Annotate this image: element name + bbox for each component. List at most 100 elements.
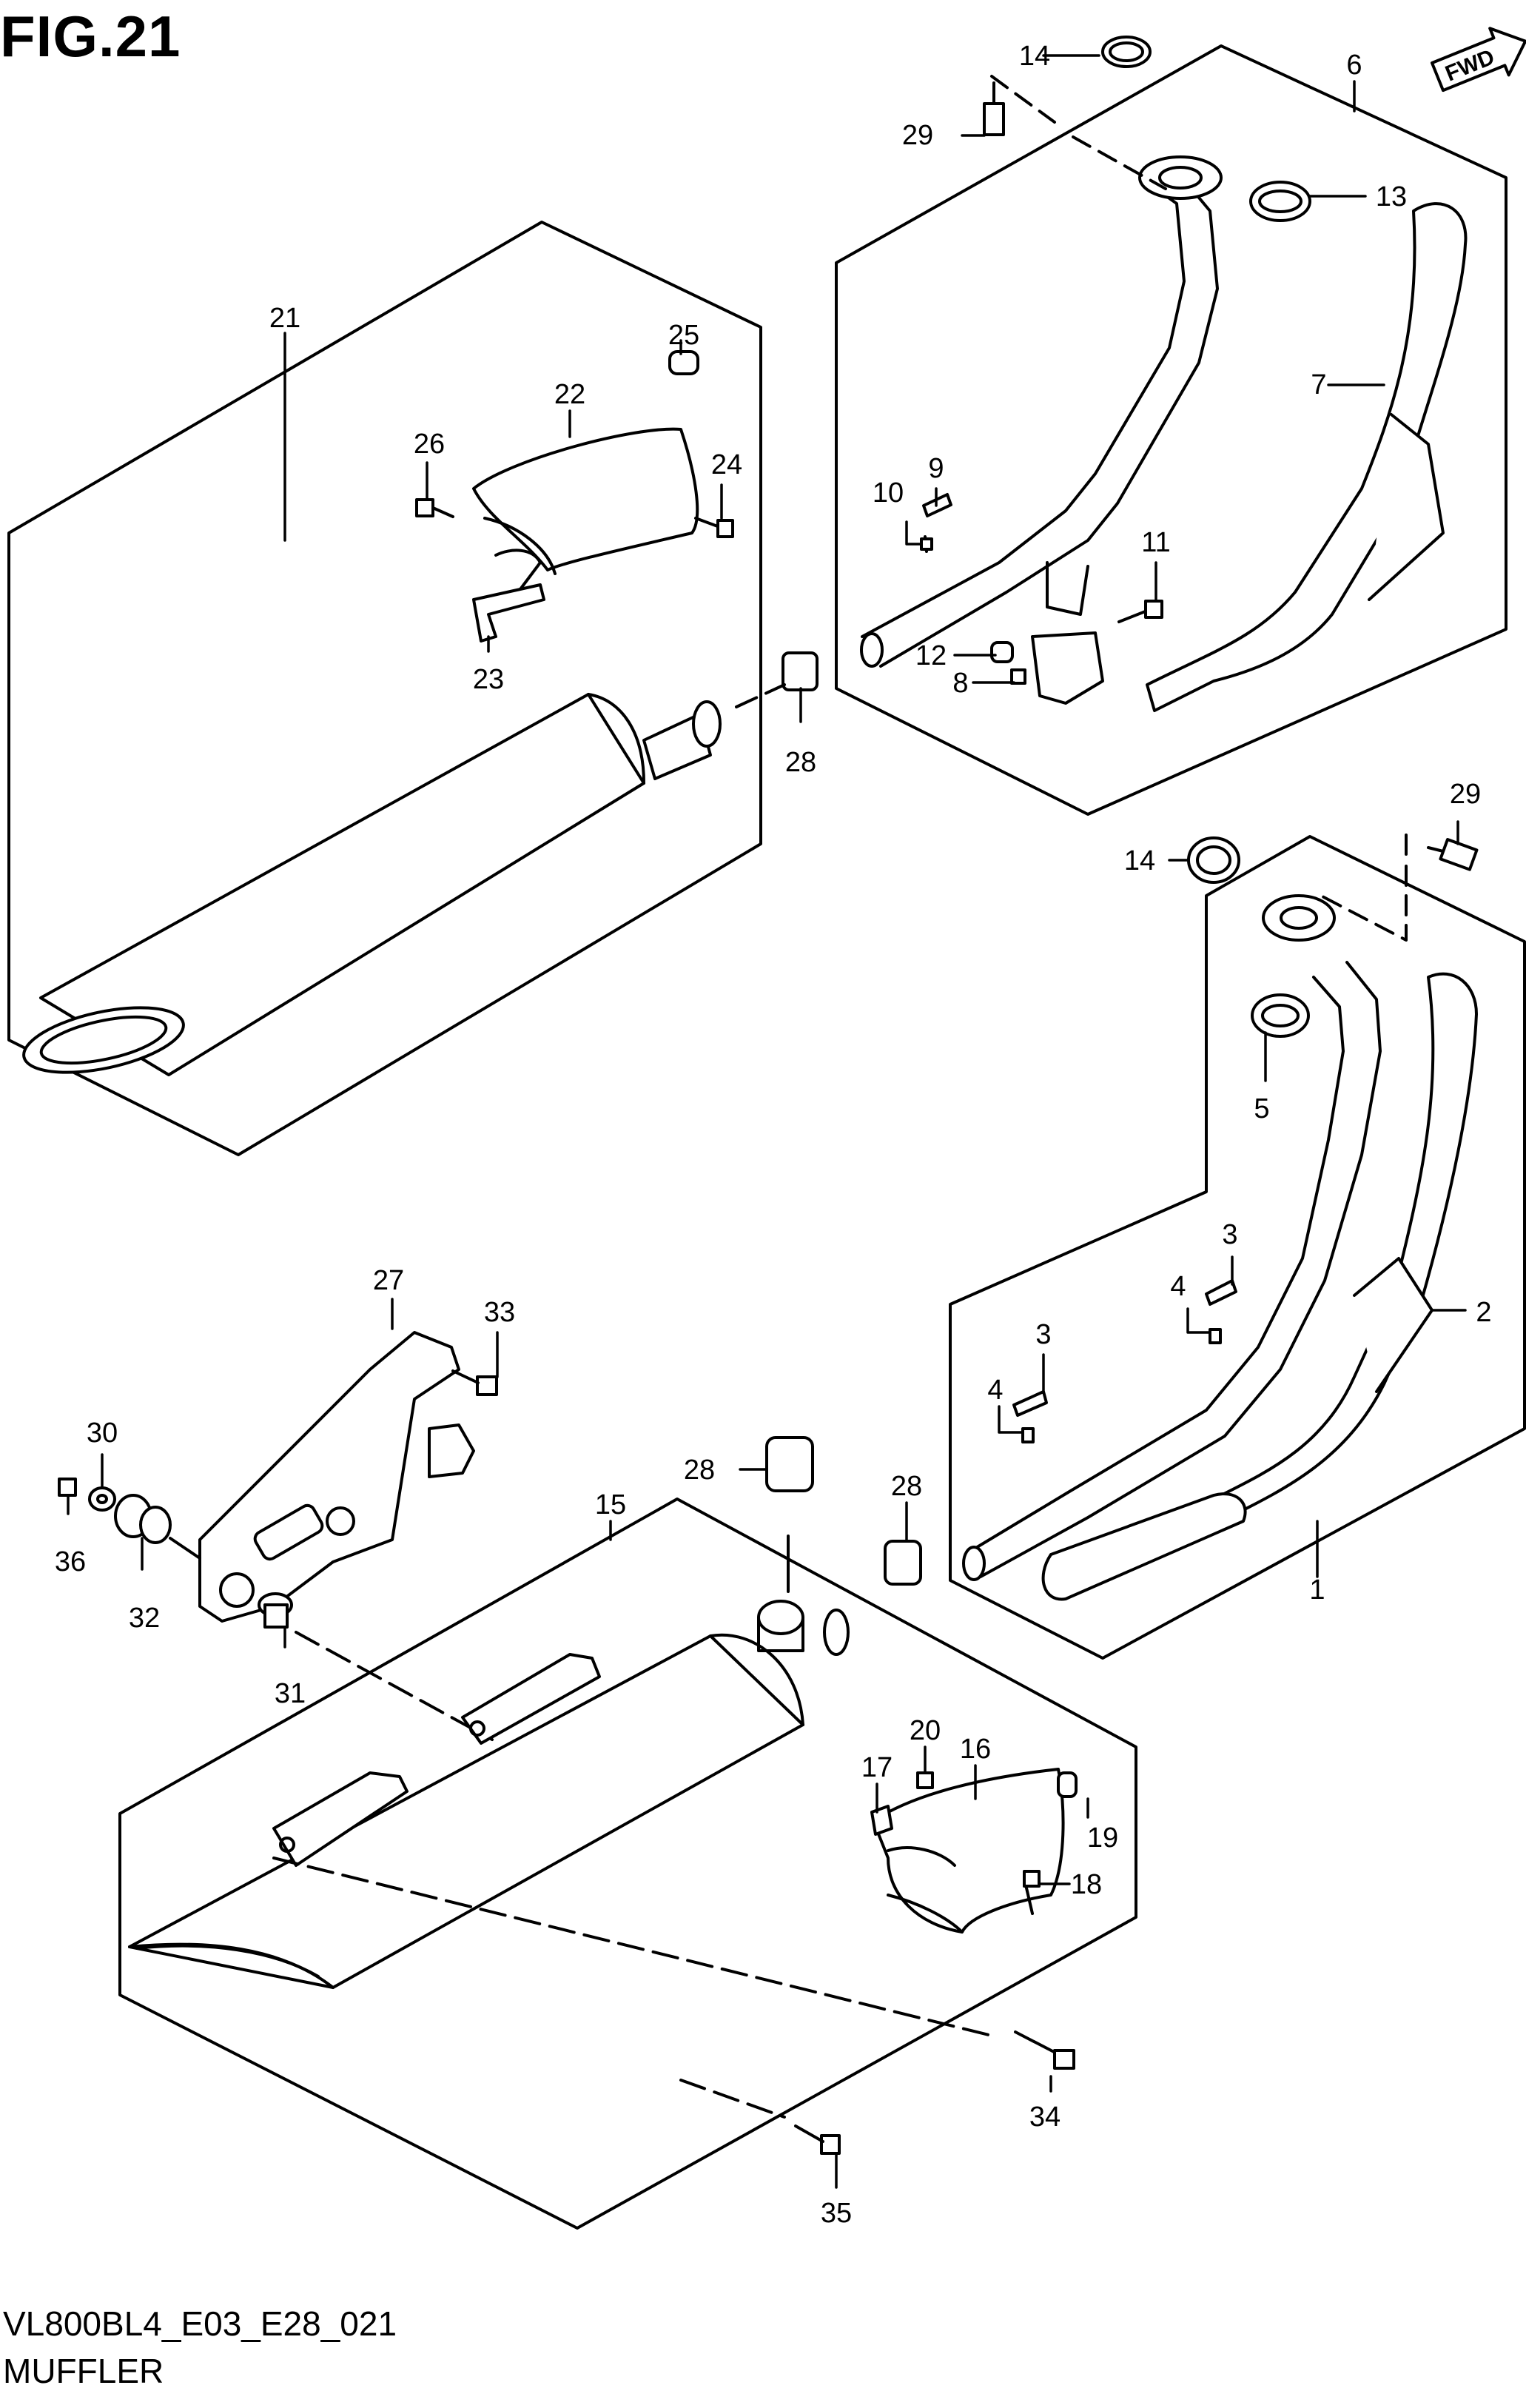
bolt-35 xyxy=(794,2124,841,2155)
bolt-29-lower xyxy=(1427,838,1479,871)
diagram-code: VL800BL4_E03_E28_021 xyxy=(3,2304,397,2343)
callout-4a: 4 xyxy=(1170,1271,1186,1302)
exhaust-pipe-6 xyxy=(860,155,1223,668)
callout-14a: 14 xyxy=(1019,41,1050,72)
rubber-28-right xyxy=(884,1540,922,1586)
leader-dash-top xyxy=(990,75,1167,190)
callout-34: 34 xyxy=(1029,2102,1061,2133)
callout-29b: 29 xyxy=(1450,779,1481,810)
callout-30: 30 xyxy=(87,1418,118,1449)
bolt-33 xyxy=(451,1369,498,1396)
callout-28c: 28 xyxy=(891,1471,922,1502)
callout-1: 1 xyxy=(1309,1574,1325,1606)
callout-17: 17 xyxy=(861,1752,893,1783)
collar-31 xyxy=(258,1592,293,1629)
muffler-15 xyxy=(128,1600,850,1989)
screw-4-lower xyxy=(1021,1427,1035,1443)
protector-8-bracket xyxy=(1031,631,1104,705)
callout-12: 12 xyxy=(915,640,947,671)
heat-cover-2 xyxy=(1175,972,1478,1541)
clamp-5 xyxy=(1251,993,1310,1038)
callout-13: 13 xyxy=(1376,181,1407,212)
callout-21: 21 xyxy=(269,303,300,334)
callout-leaders xyxy=(67,54,1467,2189)
callout-2: 2 xyxy=(1476,1297,1491,1328)
bolt-34 xyxy=(1014,2030,1075,2070)
rubber-28-lower xyxy=(765,1436,814,1492)
callout-32: 32 xyxy=(129,1603,160,1634)
hanger-plate-front xyxy=(461,1653,601,1745)
bolt-29-upper xyxy=(983,81,1005,136)
bracket-3-upper xyxy=(1205,1279,1237,1306)
callout-15: 15 xyxy=(595,1489,626,1520)
callout-4b: 4 xyxy=(987,1375,1003,1406)
exhaust-pipe-1 xyxy=(962,894,1382,1581)
gasket-14-upper xyxy=(1101,36,1152,68)
leader-dash-34 xyxy=(272,1857,993,2037)
callout-11: 11 xyxy=(1141,527,1170,558)
exhaust-pipe-1-box xyxy=(949,835,1526,1660)
fwd-arrow-icon: FWD xyxy=(1431,27,1526,93)
bracket-27 xyxy=(198,1331,475,1623)
callout-36: 36 xyxy=(55,1546,86,1577)
leader-dash-31 xyxy=(295,1631,494,1741)
callout-3a: 3 xyxy=(1222,1219,1237,1250)
callout-5: 5 xyxy=(1254,1093,1269,1124)
hanger-plate-rear xyxy=(272,1771,409,1867)
callout-6: 6 xyxy=(1346,50,1362,81)
callout-20: 20 xyxy=(910,1715,941,1746)
nut-36 xyxy=(58,1478,77,1497)
callout-14b: 14 xyxy=(1124,845,1155,876)
cap-12 xyxy=(990,641,1014,663)
callout-33: 33 xyxy=(484,1297,515,1328)
nut-8 xyxy=(1010,668,1026,685)
bolt-11 xyxy=(1117,600,1163,623)
rubber-28-upper xyxy=(782,651,819,691)
clamp-17 xyxy=(870,1805,893,1836)
callout-10: 10 xyxy=(873,477,904,509)
callout-3b: 3 xyxy=(1035,1319,1051,1350)
callout-31: 31 xyxy=(275,1678,306,1709)
callout-26: 26 xyxy=(414,429,445,460)
callout-28a: 28 xyxy=(785,747,816,778)
muffler-assembly-21-box xyxy=(7,221,762,1156)
bolt-24 xyxy=(694,517,734,538)
callout-29a: 29 xyxy=(902,120,933,151)
screw-10 xyxy=(920,535,933,553)
heat-shield-22 xyxy=(472,427,699,616)
diagram-name: MUFFLER xyxy=(3,2352,164,2390)
washer-30 xyxy=(88,1486,116,1512)
callout-35: 35 xyxy=(821,2198,852,2229)
callout-28b: 28 xyxy=(684,1455,715,1486)
callout-7: 7 xyxy=(1311,369,1326,400)
gasket-14-lower xyxy=(1187,836,1240,884)
muffler-assembly-15-box xyxy=(118,1498,1137,2230)
callout-27: 27 xyxy=(373,1265,404,1296)
leader-32 xyxy=(169,1537,201,1560)
callout-9: 9 xyxy=(928,453,944,484)
heat-shield-16 xyxy=(872,1768,1065,1934)
cap-25 xyxy=(668,350,699,375)
heat-cover-7 xyxy=(1146,202,1468,712)
heat-cover-lower xyxy=(1041,1492,1247,1601)
figure-title: FIG.21 xyxy=(0,4,181,69)
bracket-3-lower xyxy=(1012,1390,1048,1417)
exhaust-pipe-6-box xyxy=(835,44,1507,816)
clamp-13 xyxy=(1249,181,1311,222)
leader-dash-35 xyxy=(679,2079,786,2119)
callout-24: 24 xyxy=(711,449,742,480)
bracket-23 xyxy=(472,583,545,643)
callout-16: 16 xyxy=(960,1734,991,1765)
callout-18: 18 xyxy=(1071,1869,1102,1900)
callout-22: 22 xyxy=(554,379,585,410)
callout-labels: 1 2 3 3 4 4 5 6 7 8 9 10 11 12 13 14 14 … xyxy=(55,41,1492,2229)
cap-19 xyxy=(1057,1771,1078,1798)
callout-19: 19 xyxy=(1087,1822,1118,1854)
callout-23: 23 xyxy=(473,664,504,695)
bolt-18 xyxy=(1023,1870,1041,1915)
bolt-20 xyxy=(916,1771,934,1789)
muffler-21 xyxy=(22,693,722,1076)
callout-25: 25 xyxy=(668,320,699,351)
